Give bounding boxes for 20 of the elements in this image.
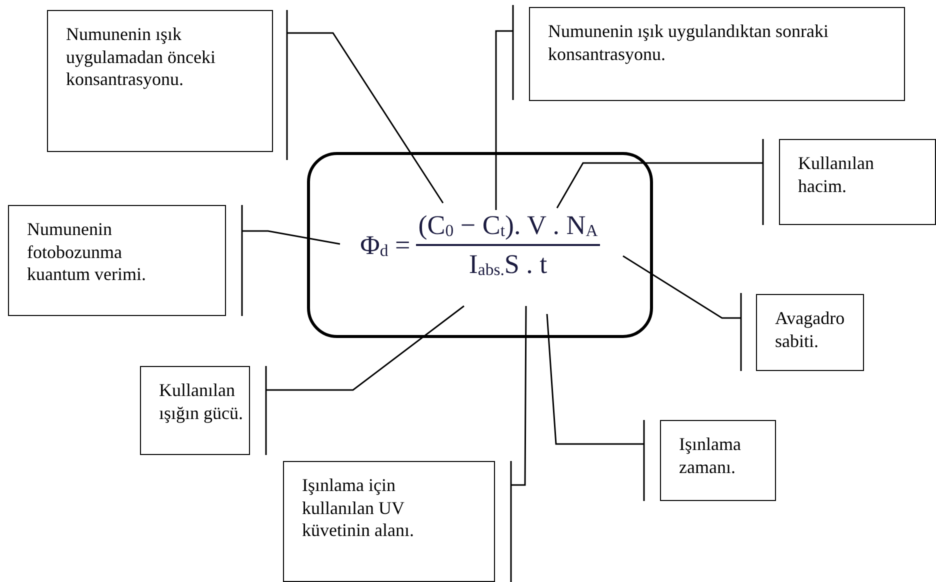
numerator: (C$_{0}$ − C$_{t}$). V . N$_{A}$ — [416, 210, 600, 246]
leader-line — [546, 313, 645, 502]
leader-line — [556, 138, 764, 226]
denominator: I$_{abs.}$S . t — [468, 248, 548, 280]
leader-line — [495, 4, 514, 211]
leader-line — [241, 204, 341, 317]
callout-box: Numunenin fotobozunma kuantum verimi. — [8, 205, 226, 316]
formula-box — [307, 152, 653, 338]
formula-symbol: Φ$_{d}$ = — [360, 230, 410, 260]
callout-box: Kullanılan ışığın gücü. — [140, 366, 250, 455]
callout-box: Işınlama için kullanılan UV küvetinin alanı. — [283, 461, 495, 582]
callout-box: Işınlama zamanı. — [660, 420, 776, 501]
leader-line — [265, 305, 465, 456]
leader-line — [286, 9, 444, 204]
callout-box: Numunenin ışık uygulandıktan sonraki konsantrasyonu. — [529, 7, 905, 101]
callout-box: Numunenin ışık uygulamadan önceki konsantrasyonu. — [47, 10, 273, 152]
leader-line — [622, 255, 742, 372]
callout-box: Avagadro sabiti. — [756, 294, 864, 371]
callout-box: Kullanılan hacim. — [779, 139, 936, 225]
leader-line — [510, 305, 527, 582]
